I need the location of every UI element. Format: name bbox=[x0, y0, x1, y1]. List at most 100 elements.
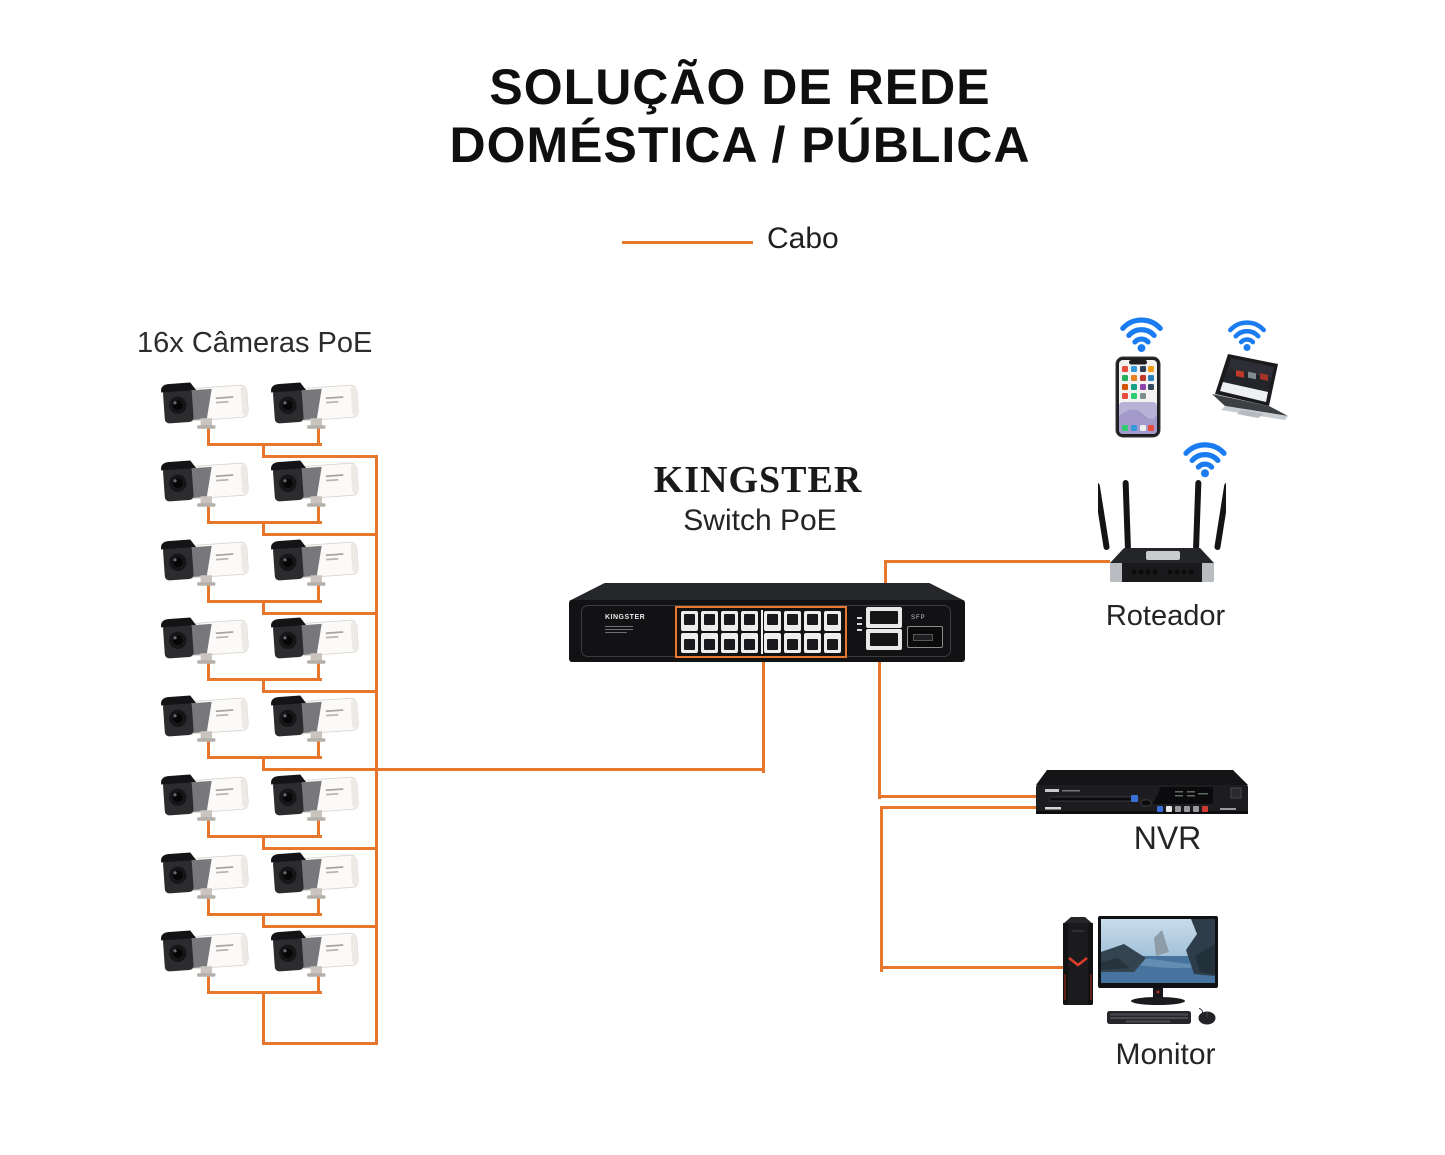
cable-segment bbox=[878, 646, 881, 799]
cable-segment bbox=[207, 581, 210, 603]
cable-segment bbox=[207, 738, 210, 760]
wifi-icon bbox=[1227, 318, 1267, 352]
rj45-port bbox=[804, 633, 821, 653]
monitor-label: Monitor bbox=[1115, 1038, 1216, 1071]
switch-spec-line bbox=[605, 626, 633, 627]
switch-front-panel: KINGSTER SFP bbox=[569, 600, 965, 662]
rj45-port bbox=[784, 633, 801, 653]
page-title-line1: SOLUÇÃO DE REDE bbox=[489, 59, 991, 115]
poe-camera bbox=[267, 378, 363, 434]
smartphone-icon bbox=[1115, 356, 1161, 438]
cable-segment bbox=[262, 991, 265, 1045]
led-indicator bbox=[857, 623, 862, 625]
cable-segment bbox=[262, 912, 265, 928]
cable-segment bbox=[317, 738, 320, 760]
cable-segment bbox=[317, 581, 320, 603]
cable-segment bbox=[262, 443, 265, 458]
cable-segment bbox=[207, 659, 210, 681]
monitor-icon bbox=[1098, 916, 1218, 1005]
sfp-label: SFP bbox=[911, 615, 926, 621]
wifi-icon bbox=[1119, 315, 1164, 353]
poe-camera bbox=[157, 848, 253, 904]
poe-camera bbox=[267, 926, 363, 982]
poe-camera bbox=[267, 691, 363, 747]
cable-segment bbox=[262, 924, 378, 928]
led-indicator bbox=[857, 629, 862, 631]
led-indicator bbox=[857, 617, 862, 619]
rj45-port bbox=[784, 611, 801, 631]
poe-camera bbox=[157, 613, 253, 669]
page-title: SOLUÇÃO DE REDE DOMÉSTICA / PÚBLICA bbox=[240, 58, 1240, 174]
poe-camera bbox=[157, 378, 253, 434]
cable-segment bbox=[262, 1042, 378, 1045]
switch-top-bevel bbox=[569, 583, 965, 601]
poe-camera bbox=[267, 535, 363, 591]
cable-segment bbox=[880, 966, 1067, 969]
poe-camera bbox=[157, 456, 253, 512]
cable-segment bbox=[262, 756, 265, 772]
router-icon bbox=[1098, 480, 1226, 582]
rj45-port bbox=[764, 611, 781, 631]
poe-camera bbox=[267, 770, 363, 826]
port-group-divider bbox=[761, 610, 763, 654]
rj45-port bbox=[764, 633, 781, 653]
cable-segment bbox=[207, 425, 210, 446]
switch-brand: KINGSTER bbox=[653, 459, 863, 501]
nvr-label: NVR bbox=[1133, 820, 1202, 856]
switch-spec-line bbox=[605, 632, 627, 633]
poe-switch: KINGSTER SFP bbox=[569, 583, 965, 663]
poe-camera bbox=[267, 613, 363, 669]
cable-segment bbox=[317, 816, 320, 838]
cable-segment bbox=[262, 768, 765, 772]
cable-segment bbox=[878, 795, 1041, 798]
pc-tower-icon bbox=[1063, 917, 1093, 1005]
rj45-port bbox=[804, 611, 821, 631]
rj45-port bbox=[721, 633, 738, 653]
cable-segment bbox=[317, 503, 320, 525]
poe-camera bbox=[267, 456, 363, 512]
rj45-port bbox=[741, 633, 758, 653]
cable-segment bbox=[262, 689, 378, 693]
cable-segment bbox=[317, 425, 320, 446]
laptop-icon bbox=[1212, 354, 1288, 420]
cable-segment bbox=[762, 654, 765, 773]
cable-segment bbox=[262, 834, 265, 850]
switch-subtitle: Switch PoE bbox=[683, 504, 837, 537]
cable-segment bbox=[262, 533, 378, 537]
rj45-port bbox=[824, 611, 841, 631]
router-label: Roteador bbox=[1105, 600, 1226, 632]
cable-segment bbox=[207, 816, 210, 838]
cable-segment bbox=[262, 677, 265, 693]
keyboard-icon bbox=[1107, 1011, 1191, 1024]
switch-panel-brand: KINGSTER bbox=[605, 614, 646, 621]
rj45-port bbox=[701, 633, 718, 653]
cable-segment bbox=[317, 973, 320, 995]
mouse-icon bbox=[1198, 1008, 1216, 1025]
cable-segment bbox=[207, 894, 210, 916]
uplink-port-2 bbox=[866, 629, 902, 650]
wifi-icon bbox=[1181, 440, 1229, 478]
cable-segment bbox=[375, 455, 378, 1045]
uplink-port-1 bbox=[866, 607, 902, 628]
poe-camera bbox=[267, 848, 363, 904]
poe-camera bbox=[157, 926, 253, 982]
cable-segment bbox=[262, 846, 378, 850]
poe-camera bbox=[157, 535, 253, 591]
poe-camera bbox=[157, 691, 253, 747]
cable-segment bbox=[262, 455, 378, 458]
cable-legend-label: Cabo bbox=[767, 222, 839, 255]
cable-segment bbox=[207, 503, 210, 525]
switch-spec-line bbox=[605, 629, 633, 630]
cable-segment bbox=[262, 599, 265, 615]
rj45-port bbox=[721, 611, 738, 631]
poe-camera bbox=[157, 770, 253, 826]
cable-segment bbox=[880, 806, 883, 972]
rj45-port bbox=[681, 611, 698, 631]
cable-segment bbox=[262, 521, 265, 537]
cable-legend-line bbox=[622, 241, 753, 244]
cable-segment bbox=[207, 973, 210, 995]
cable-segment bbox=[317, 894, 320, 916]
sfp-slot bbox=[907, 626, 943, 648]
